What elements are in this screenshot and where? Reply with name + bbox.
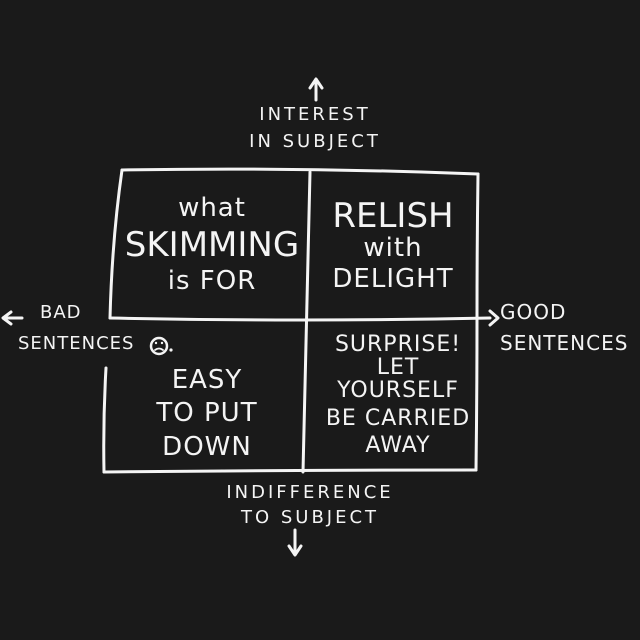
right-axis-line2: SENTENCES (500, 331, 629, 355)
left-axis-line1: BAD (40, 302, 82, 323)
down-arrow-icon (287, 528, 303, 557)
quadrant-top-right-line3: DELIGHT (332, 263, 454, 294)
right-axis-line1: GOOD (500, 300, 567, 324)
bottom-axis-line2: TO SUBJECT (240, 506, 380, 528)
grid-right-border-top (475, 172, 480, 320)
quadrant-bottom-right-line2: LET (376, 355, 420, 381)
left-arrow-icon (1, 310, 24, 326)
quadrant-bottom-left-line3: DOWN (162, 431, 252, 462)
quadrant-top-left-line2: SKIMMING (124, 225, 300, 266)
sad-face-icon (149, 336, 173, 356)
quadrant-bottom-left-line2: TO PUT (156, 398, 258, 429)
left-axis-line2: SENTENCES (18, 332, 135, 354)
quadrant-top-left-line3: is FOR (167, 265, 257, 296)
quadrant-bottom-right: SURPRISE! LET YOURSELF BE CARRIED AWAY (306, 326, 490, 464)
bottom-axis-label: INDIFFERENCE TO SUBJECT (195, 482, 425, 528)
top-axis-line1: INTEREST (259, 104, 371, 125)
grid-right-border-bottom (474, 316, 479, 472)
grid-vertical-divider (301, 170, 312, 474)
quadrant-top-right-line2: with (363, 232, 423, 263)
quadrant-top-right-line1: RELISH (332, 195, 454, 236)
right-arrow-icon (488, 309, 500, 327)
grid-horizontal-divider (108, 316, 492, 322)
top-axis-line2: IN SUBJECT (249, 130, 381, 152)
quadrant-top-right: RELISH with DELIGHT (312, 178, 474, 314)
grid-left-border-top (108, 168, 124, 320)
quadrant-bottom-left-line1: EASY (171, 365, 243, 396)
quadrant-bottom-right-line4: BE CARRIED (325, 405, 471, 431)
quadrant-top-left-line1: what (178, 192, 246, 223)
top-axis-label: INTEREST IN SUBJECT (200, 104, 430, 152)
bottom-axis-line1: INDIFFERENCE (226, 482, 394, 503)
quadrant-bottom-left: EASY TO PUT DOWN (112, 360, 302, 468)
quadrant-bottom-right-line3: YOURSELF (337, 378, 459, 404)
quadrant-bottom-right-line1: SURPRISE! (334, 332, 462, 358)
grid-bottom-border (102, 468, 478, 474)
grid-left-border-bottom (102, 366, 108, 474)
left-axis-label: BAD SENTENCES (18, 302, 142, 354)
quadrant-bottom-right-line5: AWAY (365, 432, 431, 458)
up-arrow-icon (308, 77, 324, 102)
right-axis-label: GOOD SENTENCES (500, 302, 636, 354)
grid-top-border (120, 167, 480, 176)
quadrant-top-left: what SKIMMING is FOR (118, 176, 306, 314)
